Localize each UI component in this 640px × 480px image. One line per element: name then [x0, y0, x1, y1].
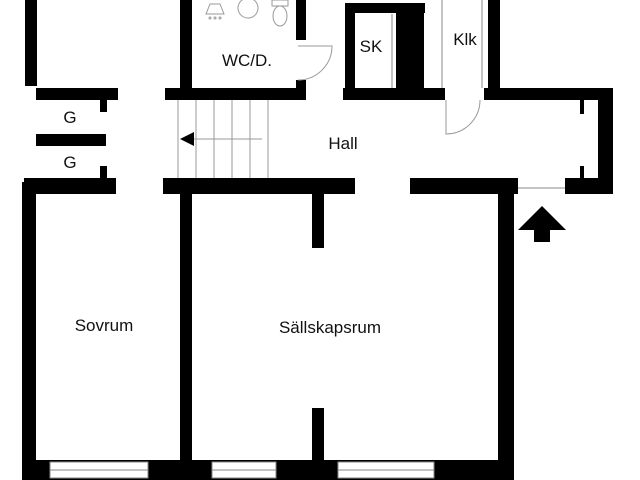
entrance-arrow-icon: [518, 206, 566, 242]
wall-entry-east: [598, 88, 613, 194]
room-label-sovrum: Sovrum: [75, 316, 134, 335]
wall-sovrum-sallskapsrum: [180, 186, 192, 480]
wall-top-left-stub: [25, 0, 37, 86]
sink-icon: [237, 0, 259, 19]
thin-lines: [49, 0, 565, 479]
wall-hall-south-mid: [163, 178, 355, 194]
wall-hall-north-wc: [165, 88, 305, 100]
wall-wc-left: [180, 0, 192, 100]
wall-closet-divider: [36, 134, 106, 146]
wall-right-exterior: [498, 182, 514, 480]
wall-hall-south-left: [24, 178, 116, 194]
room-label-sallskapsrum: Sällskapsrum: [279, 318, 381, 337]
wall-closet-stub-upper: [100, 100, 107, 112]
door-klk: [445, 99, 481, 135]
shower-icon: [205, 3, 225, 20]
walls: [22, 0, 613, 480]
wall-klk-right: [488, 0, 500, 96]
wall-hall-north-left: [36, 88, 118, 100]
wall-sk-top: [345, 3, 425, 13]
wall-entry-north: [484, 88, 613, 100]
room-label-hall: Hall: [328, 134, 357, 153]
wall-wc-right-low: [296, 80, 306, 100]
doors: [297, 45, 481, 135]
wall-entry-divider-bottom: [580, 166, 584, 180]
room-label-closet-upper: G: [63, 108, 76, 127]
wall-left-exterior: [22, 182, 36, 480]
wall-stub-lower: [312, 408, 324, 480]
wall-hall-south-right: [410, 178, 518, 194]
wall-hall-north-sk: [343, 88, 445, 100]
room-label-sk: SK: [360, 37, 383, 56]
wall-closet-stub-lower: [100, 166, 107, 178]
stair-direction-arrow-icon: [180, 132, 194, 146]
fixtures: [205, 0, 289, 27]
room-label-klk: Klk: [453, 30, 477, 49]
door-wc: [297, 45, 333, 81]
wall-entry-divider-top: [580, 100, 584, 114]
toilet-icon: [271, 0, 289, 27]
room-label-wc: WC/D.: [222, 51, 272, 70]
wall-stub-upper: [312, 186, 324, 248]
room-label-closet-lower: G: [63, 153, 76, 172]
stairs: [177, 100, 269, 178]
wall-sk-right-block: [396, 3, 424, 100]
wall-sk-left: [345, 3, 355, 100]
wall-wc-right: [296, 0, 306, 40]
